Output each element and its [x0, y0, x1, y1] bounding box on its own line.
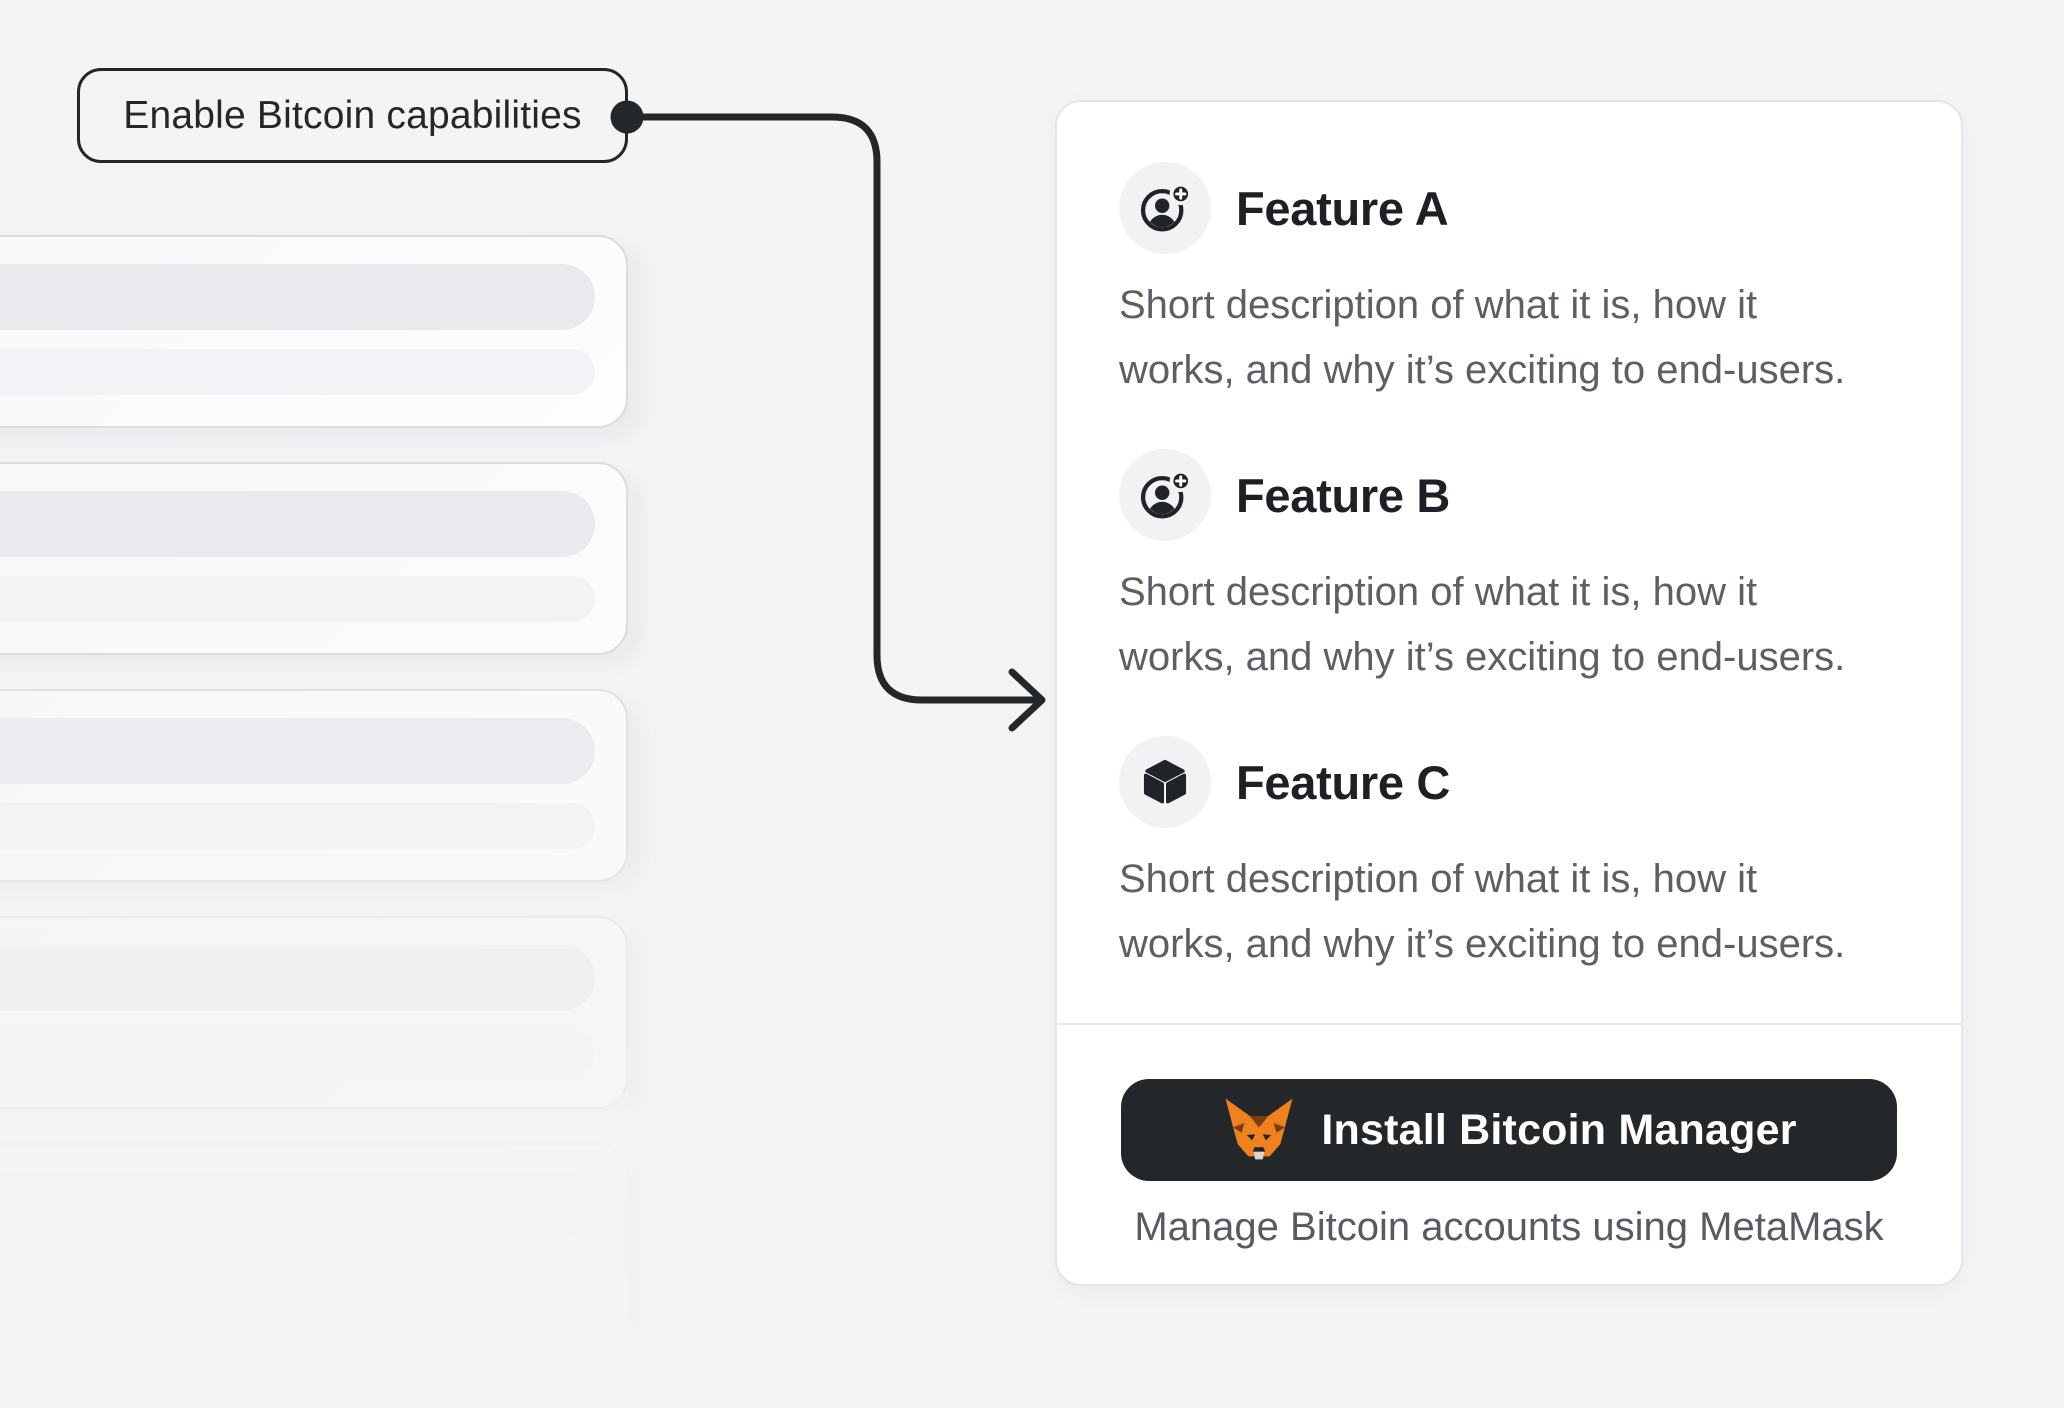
skeleton-card — [0, 235, 628, 428]
feature-item: Feature C Short description of what it i… — [1119, 736, 1899, 977]
skeleton-bar — [0, 718, 595, 784]
cube-icon — [1119, 736, 1211, 828]
feature-description: Short description of what it is, how it … — [1119, 283, 1846, 392]
cta-section: Install Bitcoin Manager Manage Bitcoin a… — [1119, 1025, 1899, 1284]
feature-description: Short description of what it is, how it … — [1119, 857, 1846, 966]
feature-item: Feature A Short description of what it i… — [1119, 162, 1899, 403]
feature-description: Short description of what it is, how it … — [1119, 570, 1846, 679]
skeleton-bar — [0, 803, 595, 849]
skeleton-bar — [0, 349, 595, 395]
skeleton-bar — [0, 945, 595, 1011]
annotation-label: Enable Bitcoin capabilities — [77, 68, 628, 163]
skeleton-bar — [0, 491, 595, 557]
annotation-label-text: Enable Bitcoin capabilities — [123, 93, 582, 137]
skeleton-card — [0, 462, 628, 655]
feature-panel: Feature A Short description of what it i… — [1055, 100, 1963, 1286]
skeleton-bar — [0, 1257, 595, 1303]
skeleton-card — [0, 689, 628, 882]
feature-title: Feature B — [1236, 468, 1451, 522]
feature-item: Feature B Short description of what it i… — [1119, 449, 1899, 690]
panel-divider — [1057, 1023, 1961, 1025]
account-add-icon — [1119, 162, 1211, 254]
feature-title: Feature A — [1236, 181, 1449, 235]
skeleton-bar — [0, 1172, 595, 1238]
account-add-icon — [1119, 449, 1211, 541]
skeleton-bar — [0, 576, 595, 622]
cta-caption: Manage Bitcoin accounts using MetaMask — [1134, 1205, 1884, 1249]
feature-title: Feature C — [1236, 755, 1451, 809]
metamask-fox-icon — [1221, 1097, 1297, 1164]
skeleton-bar — [0, 264, 595, 330]
skeleton-list — [0, 235, 628, 1370]
skeleton-card — [0, 1143, 628, 1336]
skeleton-bar — [0, 1030, 595, 1076]
install-bitcoin-manager-button[interactable]: Install Bitcoin Manager — [1121, 1079, 1897, 1181]
skeleton-card — [0, 916, 628, 1109]
install-button-label: Install Bitcoin Manager — [1321, 1105, 1797, 1154]
